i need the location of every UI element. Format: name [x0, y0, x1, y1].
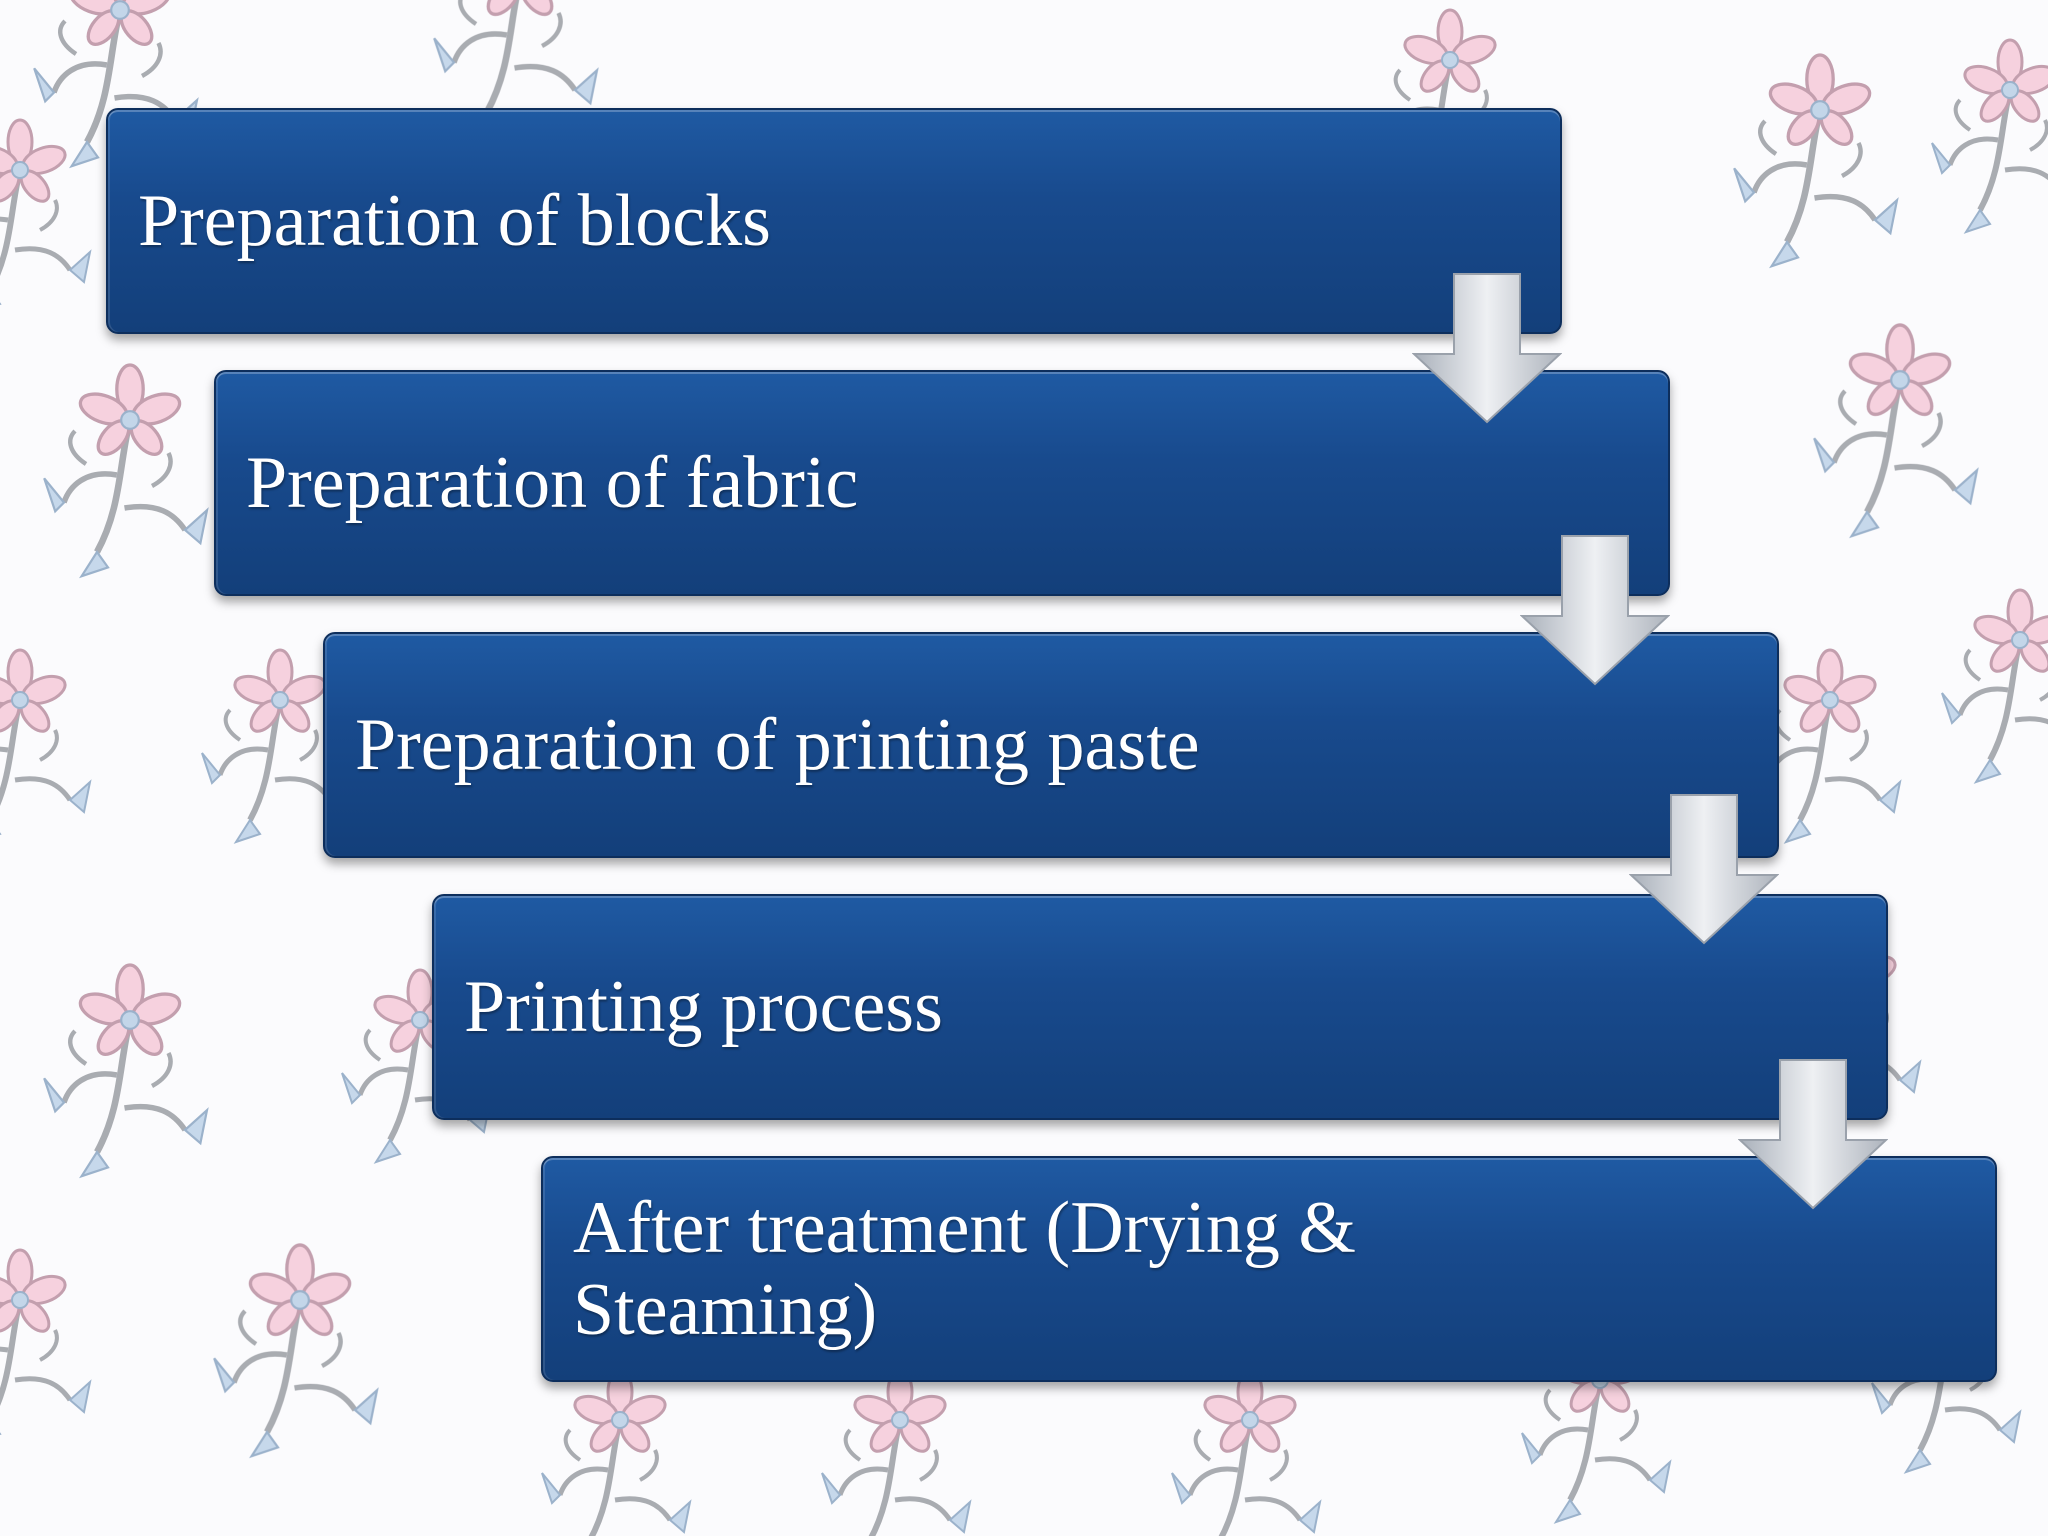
down-arrow-icon: [1412, 273, 1562, 424]
down-arrow-icon: [1629, 794, 1779, 945]
step-preparation-of-printing-paste: Preparation of printing paste: [323, 632, 1779, 858]
step-label: Preparation of fabric: [246, 442, 859, 524]
step-label: After treatment (Drying & Steaming): [573, 1187, 1356, 1351]
step-label: Preparation of blocks: [138, 180, 771, 262]
step-after-treatment: After treatment (Drying & Steaming): [541, 1156, 1997, 1382]
down-arrow-icon: [1738, 1059, 1888, 1210]
step-label: Printing process: [464, 966, 943, 1048]
down-arrow-icon: [1520, 535, 1670, 686]
step-preparation-of-blocks: Preparation of blocks: [106, 108, 1562, 334]
step-preparation-of-fabric: Preparation of fabric: [214, 370, 1670, 596]
step-label: Preparation of printing paste: [355, 704, 1200, 786]
step-printing-process: Printing process: [432, 894, 1888, 1120]
